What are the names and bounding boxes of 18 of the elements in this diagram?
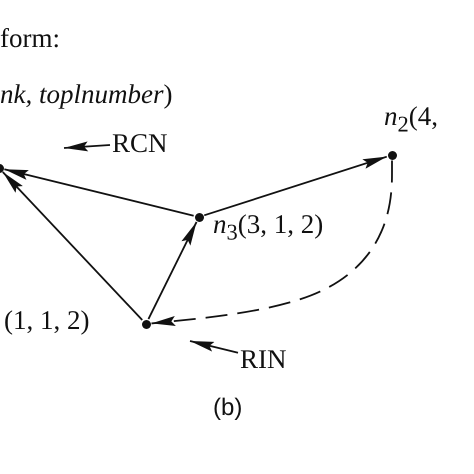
pointer-label: RIN [240,343,286,375]
vertex-dot [388,150,396,160]
vertex-label: (1, 1, 2) [4,304,90,336]
leader-arrow [190,340,238,354]
vertex-label: n$_{2}$(4, [384,100,438,138]
arrow [2,171,143,321]
tuple-format-text: nk, toplnumber) [0,78,172,110]
vertex-dot [194,212,204,222]
panel-label: (b) [213,393,242,423]
leader-arrow [64,141,110,152]
arrow [148,222,198,320]
vertex-dot [142,320,150,328]
arrow [204,156,388,216]
arrow [4,168,194,217]
heading-text: form: [0,22,60,54]
vertex-label: n$_{3}$(3, 1, 2) [213,208,324,246]
pointer-label: RCN [112,127,168,159]
arrow [151,160,393,326]
